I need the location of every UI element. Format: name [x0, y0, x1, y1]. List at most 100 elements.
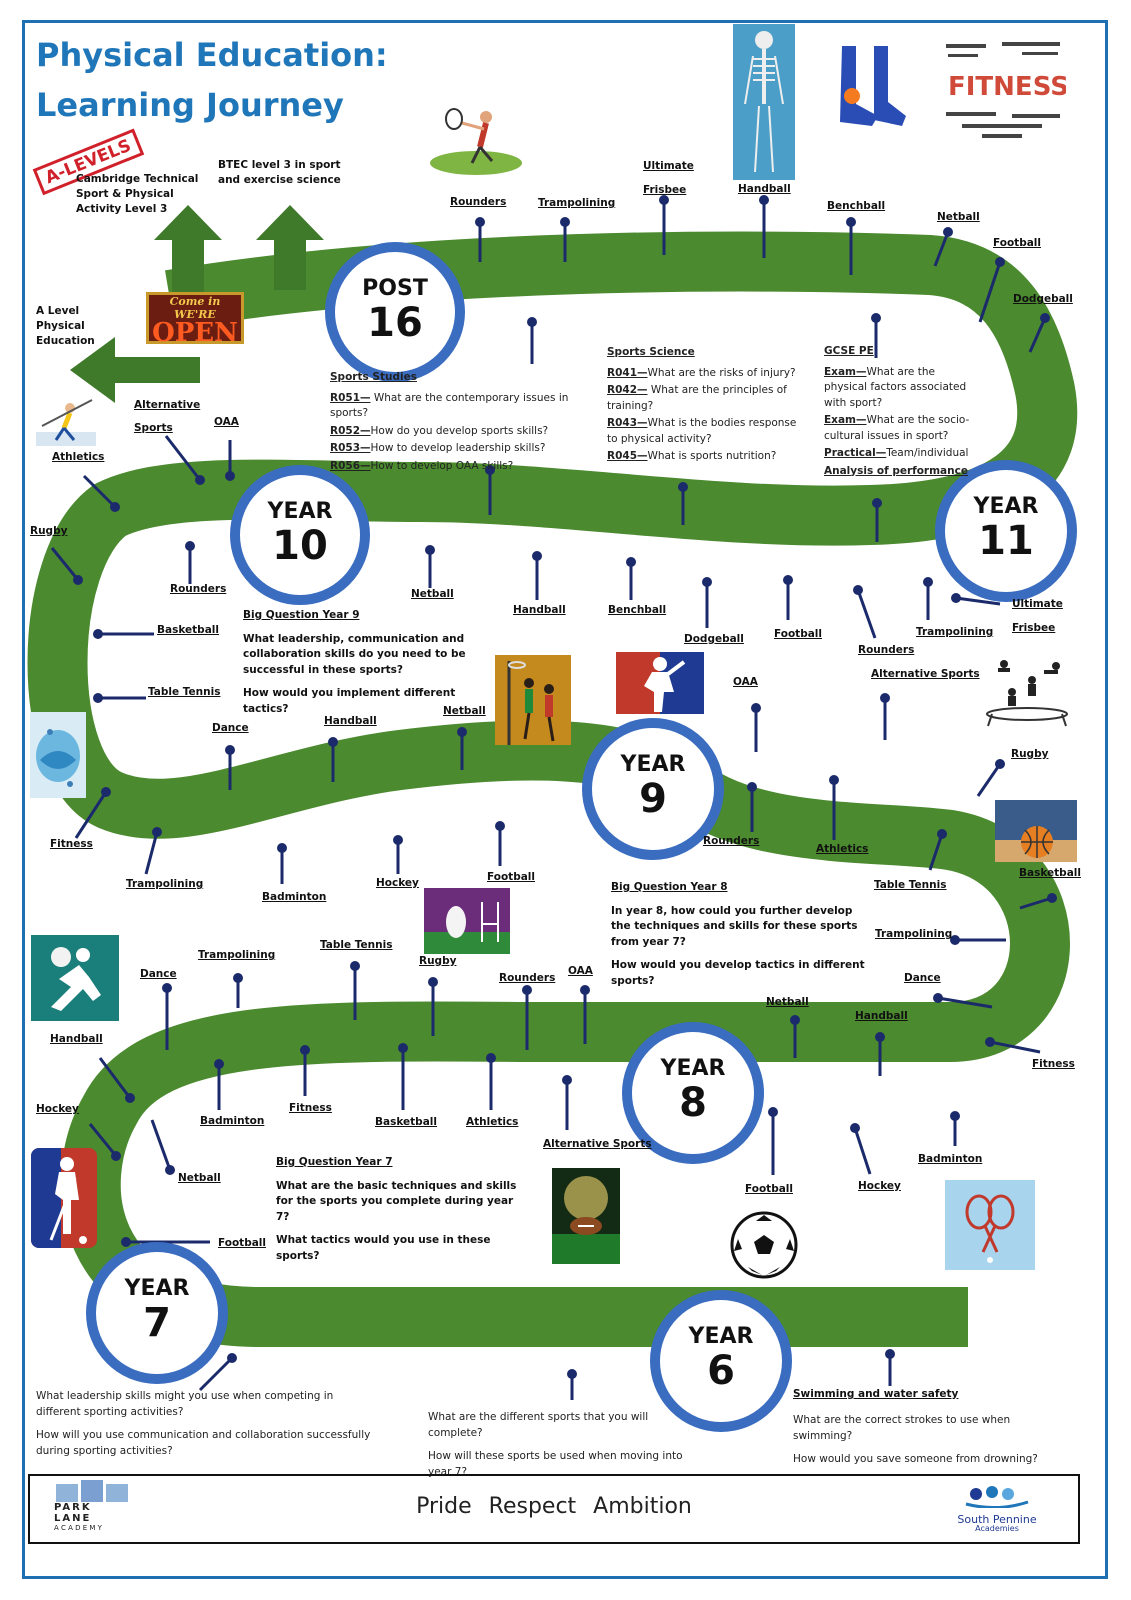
sport-label: Fitness	[289, 1102, 332, 1114]
marker-line	[82, 474, 117, 509]
marker-line	[928, 833, 944, 871]
open-sign-big-text: OPEN	[152, 318, 238, 348]
marker-dot	[328, 737, 338, 747]
marker-line	[1019, 896, 1053, 910]
marker-dot	[425, 545, 435, 555]
sport-label: Rounders	[703, 835, 760, 847]
marker-line	[150, 1119, 172, 1171]
marker-dot	[702, 577, 712, 587]
sport-label: OAA	[733, 676, 758, 688]
year7-questions: What leadership skills might you use whe…	[36, 1390, 371, 1457]
sport-label: Rounders	[499, 972, 556, 984]
marker-dot	[937, 829, 947, 839]
sport-label: Netball	[443, 705, 486, 717]
school-values: Pride Respect Ambition	[416, 1494, 692, 1519]
marker-dot	[950, 935, 960, 945]
marker-dot	[875, 1032, 885, 1042]
marker-dot	[1047, 893, 1057, 903]
sport-label: Athletics	[816, 843, 869, 855]
marker-dot	[225, 471, 235, 481]
marker-dot	[759, 195, 769, 205]
marker-dot	[923, 577, 933, 587]
big-question-year9: Big Question Year 9 What leadership, com…	[243, 609, 466, 715]
marker-dot	[768, 1107, 778, 1117]
sports-science-block: Sports Science R041—What are the risks o…	[607, 346, 797, 462]
marker-dot	[560, 217, 570, 227]
marker-dot	[829, 775, 839, 785]
swimming-questions: What are the correct strokes to use when…	[793, 1414, 1038, 1465]
sport-label: Benchball	[827, 200, 886, 212]
big-question-year8: Big Question Year 8 In year 8, how could…	[611, 881, 865, 987]
marker-dot	[101, 787, 111, 797]
marker-dot	[185, 541, 195, 551]
sport-label: Frisbee	[643, 184, 687, 196]
open-sign: Come in WE'RE OPEN	[146, 292, 244, 348]
marker-dot	[933, 993, 943, 1003]
sport-label: Basketball	[375, 1116, 437, 1128]
sport-label: Dance	[212, 722, 249, 734]
basketball-image	[995, 800, 1077, 862]
marker-dot	[885, 1349, 895, 1359]
footer: PARK LANE A C A D E M Y Pride Respect Am…	[28, 1474, 1080, 1544]
skeleton-image	[733, 24, 795, 180]
badminton-image	[945, 1180, 1035, 1270]
marker-dot	[111, 1151, 121, 1161]
sport-label: Sports	[134, 422, 173, 434]
cambridge-pathway: Cambridge Technical Sport & Physical Act…	[76, 173, 199, 215]
sports-studies-block: Sports Studies R051— What are the contem…	[330, 371, 569, 472]
sport-label: Dance	[140, 968, 177, 980]
sport-label: Swimming and water safety	[793, 1388, 959, 1400]
sport-label: Football	[993, 237, 1041, 249]
sport-label: Ultimate	[1012, 598, 1063, 610]
title-line-2: Learning Journey	[36, 86, 344, 124]
marker-dot	[783, 575, 793, 585]
marker-line	[976, 763, 1002, 797]
sport-label: Netball	[411, 588, 454, 600]
marker-dot	[393, 835, 403, 845]
sport-label: Netball	[178, 1172, 221, 1184]
tennis-player-image	[428, 105, 524, 175]
marker-dot	[950, 1111, 960, 1121]
year6-questions: What are the different sports that you w…	[428, 1411, 683, 1478]
sport-label: Netball	[937, 211, 980, 223]
marker-dot	[995, 257, 1005, 267]
trampoline-image	[982, 652, 1072, 730]
arrow-alevel	[70, 337, 200, 403]
sport-label: Handball	[738, 183, 791, 195]
marker-dot	[93, 629, 103, 639]
sport-label: Alternative Sports	[543, 1138, 652, 1150]
marker-line	[98, 1057, 132, 1099]
marker-dot	[300, 1045, 310, 1055]
sport-label: Dance	[904, 972, 941, 984]
marker-dot	[225, 745, 235, 755]
sport-label: Handball	[50, 1033, 103, 1045]
swimming-image	[30, 712, 86, 798]
sport-label: Handball	[513, 604, 566, 616]
marker-dot	[880, 693, 890, 703]
gcse-block: GCSE PE Exam—What are the physical facto…	[824, 345, 970, 477]
sport-label: OAA	[214, 416, 239, 428]
netball-players-image	[495, 655, 571, 745]
sport-label: Athletics	[466, 1116, 519, 1128]
marker-dot	[485, 465, 495, 475]
arrow-cambridge	[154, 205, 222, 300]
sport-label: Netball	[766, 996, 809, 1008]
marker-dot	[93, 693, 103, 703]
page-title: Physical Education: Learning Journey	[36, 30, 388, 130]
page-border	[22, 20, 1108, 1579]
alevel-pe-pathway: A Level Physical Education	[36, 305, 95, 347]
sport-label: Basketball	[157, 624, 219, 636]
sport-label: Athletics	[52, 451, 105, 463]
marker-dot	[350, 961, 360, 971]
sport-label: Badminton	[918, 1153, 983, 1165]
sport-label: Hockey	[376, 877, 419, 889]
sport-label: OAA	[568, 965, 593, 977]
sport-label: Alternative	[134, 399, 201, 411]
sport-label: Rounders	[450, 196, 507, 208]
marker-line	[198, 1356, 234, 1392]
